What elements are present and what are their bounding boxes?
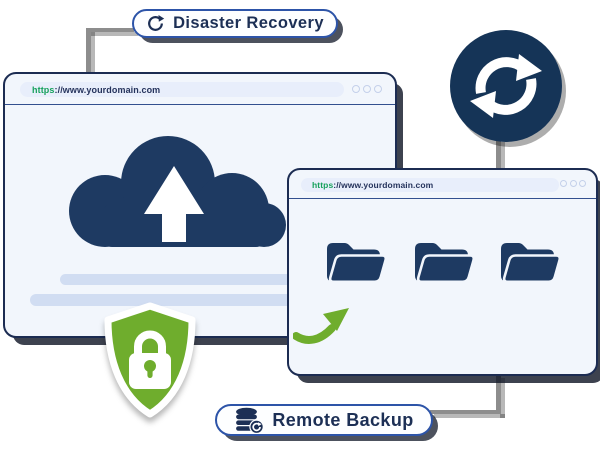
- url-bar: https://www.yourdomain.com: [301, 178, 559, 192]
- folder-icon: [325, 238, 389, 288]
- url-scheme: https: [312, 180, 334, 190]
- green-curved-arrow-icon: [293, 308, 349, 344]
- disaster-recovery-text: Disaster Recovery: [173, 14, 324, 32]
- connector-remote-backup-horizontal: [430, 410, 501, 414]
- url-scheme: https: [32, 84, 55, 95]
- browser-dot-icon: [579, 180, 586, 187]
- refresh-icon: [148, 14, 165, 31]
- shield-lock-icon: [104, 302, 196, 418]
- connector-disaster-recovery-horizontal: [86, 28, 134, 32]
- cloud-upload-icon: [69, 136, 286, 247]
- database-backup-icon: [236, 407, 265, 434]
- browser-dot-icon: [569, 180, 577, 187]
- browser-topbar: https://www.yourdomain.com: [5, 74, 395, 105]
- browser-dot-icon: [374, 85, 382, 93]
- browser-dots: [560, 180, 586, 187]
- browser-dot-icon: [560, 180, 567, 187]
- connector-disaster-recovery-vertical: [86, 28, 91, 72]
- disaster-recovery-label: Disaster Recovery: [132, 9, 338, 38]
- url-rest: ://www.yourdomain.com: [333, 180, 434, 190]
- upload-arrow-icon: [144, 166, 204, 242]
- remote-backup-text: Remote Backup: [272, 409, 414, 430]
- browser-window-secondary: https://www.yourdomain.com: [287, 168, 598, 376]
- connector-sync-vertical: [496, 138, 501, 170]
- folder-icon: [413, 238, 477, 288]
- content-placeholder-bar: [30, 294, 293, 306]
- browser-dots: [352, 85, 382, 93]
- browser-dot-icon: [363, 85, 371, 93]
- browser-dot-icon: [352, 85, 360, 93]
- folder-icon: [499, 238, 563, 288]
- remote-backup-label: Remote Backup: [215, 404, 433, 436]
- content-placeholder-bar: [60, 274, 293, 285]
- connector-remote-backup-vertical: [496, 374, 501, 414]
- sync-icon: [450, 30, 562, 142]
- browser-topbar: https://www.yourdomain.com: [289, 170, 596, 199]
- url-bar: https://www.yourdomain.com: [20, 82, 344, 97]
- url-rest: ://www.yourdomain.com: [54, 84, 161, 95]
